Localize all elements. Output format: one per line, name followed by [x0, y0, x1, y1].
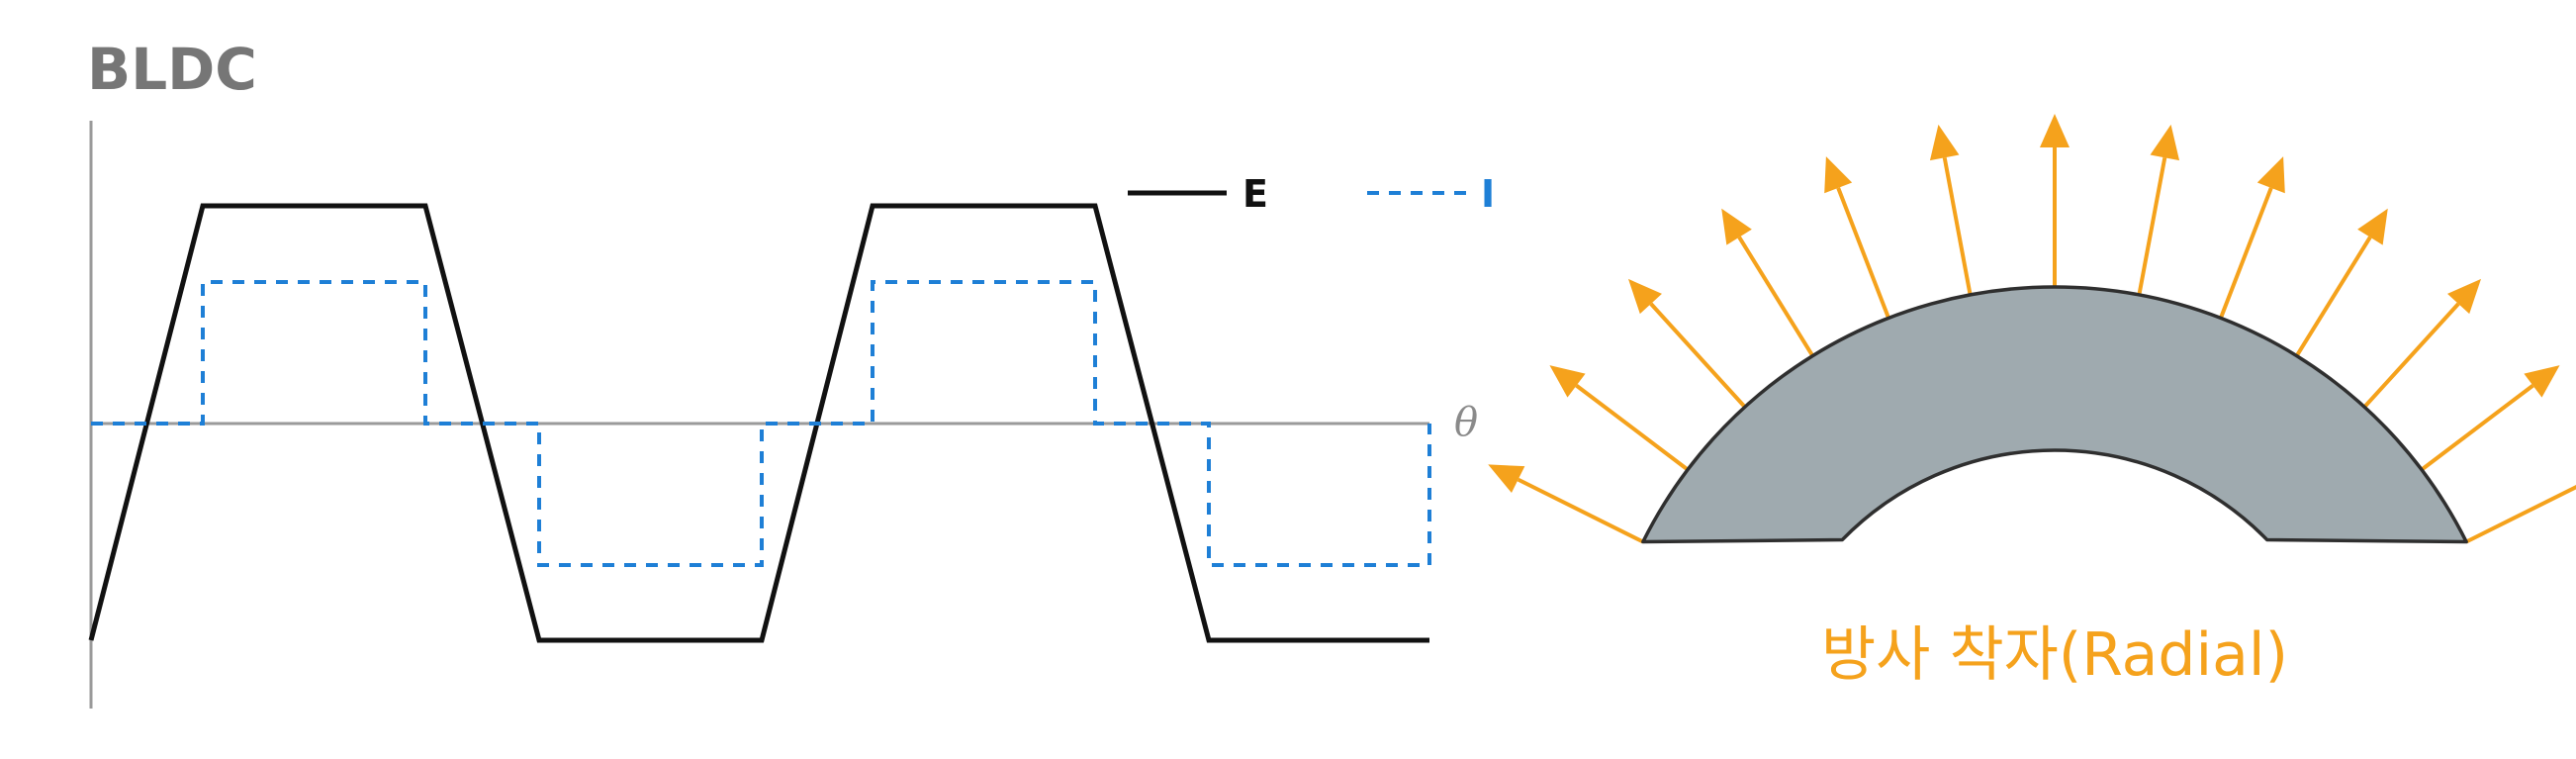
- radial-caption: 방사 착자(Radial): [1821, 620, 2288, 690]
- arrow-shaft: [2294, 236, 2372, 357]
- arrow-shaft: [1737, 236, 1815, 357]
- magnetization-arrow: [2362, 278, 2482, 409]
- arrow-head: [1488, 464, 1525, 494]
- legend-e-label: E: [1242, 172, 1268, 216]
- arrow-head: [2447, 278, 2482, 315]
- magnetization-arrow: [2040, 114, 2070, 287]
- magnetization-arrow: [1549, 365, 1690, 472]
- figure-title: BLDC: [87, 36, 257, 103]
- arrow-head: [1721, 208, 1752, 245]
- radial-magnet-diagram: 방사 착자(Radial): [1488, 114, 2576, 690]
- legend-i-label: I: [1481, 172, 1495, 216]
- arrow-head: [1549, 365, 1586, 398]
- arrow-shaft: [2465, 485, 2576, 544]
- arrow-head: [1929, 124, 1960, 161]
- magnet-arc-segment: [1641, 285, 2468, 544]
- waveform-plot: θ: [88, 121, 1478, 709]
- arrow-shaft: [1942, 156, 1973, 296]
- arrow-head: [1627, 278, 1662, 315]
- arrow-shaft: [1575, 384, 1690, 472]
- magnetization-arrow: [1488, 464, 1644, 544]
- arrow-head: [2040, 114, 2070, 147]
- magnetization-arrow: [1824, 156, 1890, 320]
- e-waveform-line: [88, 203, 1429, 643]
- magnetization-arrow: [1627, 278, 1747, 409]
- magnetization-arrow: [1929, 124, 1973, 296]
- arrow-head: [2357, 208, 2388, 245]
- arrow-shaft: [2362, 302, 2460, 409]
- theta-axis-label: θ: [1454, 400, 1478, 445]
- magnetization-arrow: [2294, 208, 2388, 357]
- radial-arrows: [1488, 114, 2576, 544]
- magnetization-arrow: [2219, 156, 2285, 320]
- magnetization-arrow: [2420, 365, 2560, 472]
- arrow-shaft: [2137, 156, 2167, 296]
- arrow-head: [2524, 365, 2560, 398]
- i-waveform-line: [91, 280, 1431, 567]
- legend: E I: [1128, 172, 1495, 216]
- arrow-shaft: [1517, 477, 1644, 544]
- magnetization-arrow: [2465, 485, 2576, 544]
- magnetization-arrow: [2137, 124, 2180, 296]
- arrow-shaft: [2219, 187, 2273, 320]
- magnetization-arrow: [1721, 208, 1815, 357]
- arrow-head: [1824, 156, 1853, 194]
- arrow-shaft: [1649, 302, 1747, 409]
- arrow-head: [2150, 124, 2180, 161]
- arrow-shaft: [1836, 187, 1890, 320]
- arrow-head: [2256, 156, 2285, 194]
- arrow-shaft: [2420, 384, 2534, 472]
